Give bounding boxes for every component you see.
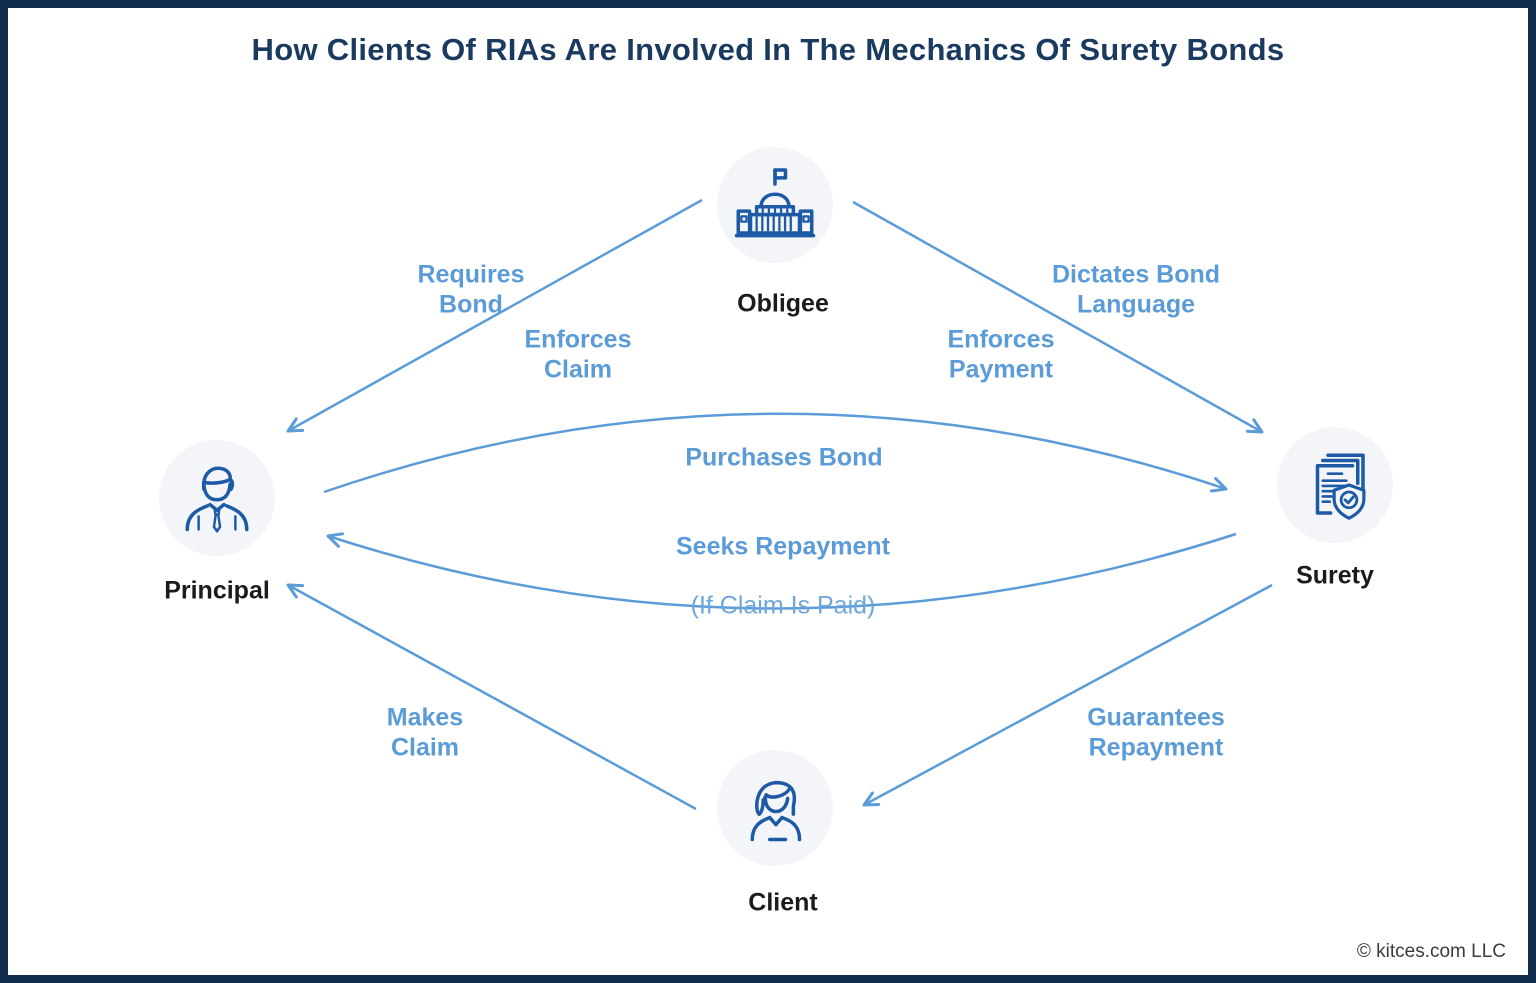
- node-client: [717, 750, 833, 866]
- edge-label-requires-bond: Requires Bond: [417, 260, 525, 319]
- businessman-icon: [185, 466, 249, 533]
- woman-icon: [750, 780, 802, 842]
- node-surety: [1277, 427, 1393, 543]
- edge-label-dictates-bond-language: Dictates Bond Language: [1051, 260, 1221, 319]
- diagram-title: How Clients Of RIAs Are Involved In The …: [251, 32, 1285, 67]
- edge-label-enforces-claim: Enforces Claim: [524, 325, 632, 384]
- edge-label-makes-claim: Makes Claim: [386, 703, 464, 762]
- edge-label-enforces-payment: Enforces Payment: [947, 325, 1055, 384]
- arrow-surety-to-client: [862, 583, 1273, 807]
- edges-layer: [286, 198, 1273, 811]
- edge-label-seeks-repayment-sub: (If Claim Is Paid): [690, 590, 876, 619]
- capitol-building-icon: [734, 168, 816, 238]
- arrow-surety-to-principal: [326, 532, 1237, 610]
- edge-label-seeks-repayment: Seeks Repayment (If Claim Is Paid): [676, 502, 890, 650]
- node-label-obligee: Obligee: [737, 289, 829, 318]
- documents-shield-check-icon: [1315, 453, 1366, 520]
- node-label-surety: Surety: [1296, 561, 1374, 590]
- arrow-obligee-to-surety: [852, 200, 1264, 434]
- node-obligee: [717, 147, 833, 263]
- node-label-client: Client: [748, 888, 818, 917]
- arrow-principal-to-surety: [323, 412, 1228, 494]
- edge-label-seeks-repayment-main: Seeks Repayment: [675, 531, 891, 560]
- node-label-principal: Principal: [164, 576, 270, 605]
- copyright-text: © kitces.com LLC: [1356, 941, 1506, 962]
- arrow-client-to-principal: [286, 583, 697, 811]
- edge-label-purchases-bond: Purchases Bond: [685, 443, 883, 472]
- arrow-obligee-to-principal: [286, 198, 703, 433]
- node-principal: [159, 440, 275, 556]
- edge-label-guarantees-repayment: Guarantees Repayment: [1087, 703, 1225, 762]
